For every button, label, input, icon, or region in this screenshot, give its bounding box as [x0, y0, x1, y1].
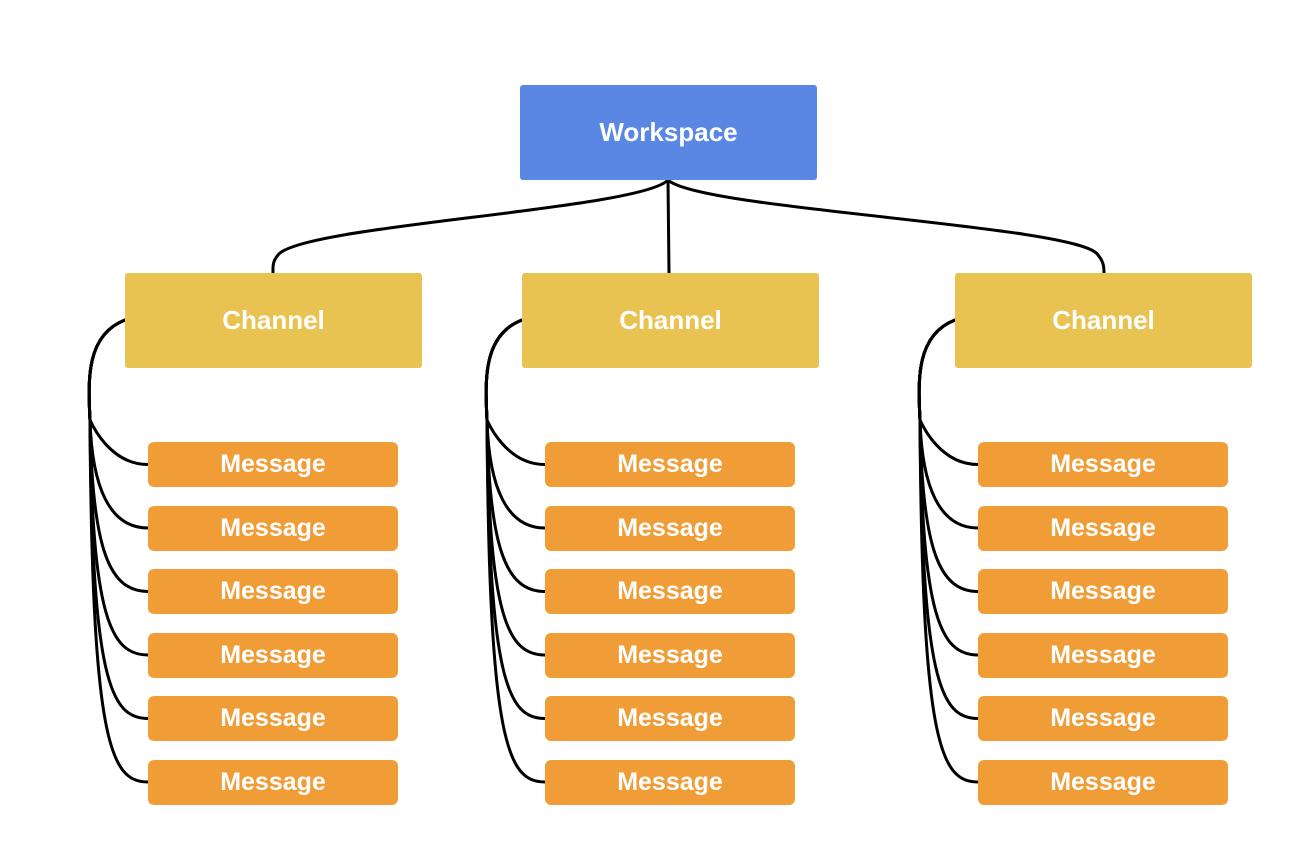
connector-line — [484, 318, 547, 784]
connector-line — [271, 178, 670, 275]
channel-node: Channel — [522, 273, 819, 368]
message-node: Message — [978, 759, 1228, 805]
message-node: Message — [978, 569, 1228, 614]
workspace-node: Workspace — [520, 85, 817, 180]
message-node: Message — [545, 442, 795, 487]
message-node: Message — [545, 569, 795, 614]
message-node: Message — [978, 505, 1228, 551]
message-node: Message — [545, 505, 795, 551]
message-node: Message — [545, 759, 795, 805]
message-node: Message — [148, 696, 398, 741]
message-node: Message — [978, 442, 1228, 487]
message-node: Message — [545, 696, 795, 741]
message-node: Message — [148, 442, 398, 487]
connector-line — [917, 318, 980, 784]
connector-line — [666, 178, 671, 275]
connector-line — [87, 318, 150, 784]
message-node: Message — [148, 569, 398, 614]
message-node: Message — [148, 632, 398, 678]
message-node: Message — [978, 696, 1228, 741]
channel-node: Channel — [125, 273, 422, 368]
message-node: Message — [978, 632, 1228, 678]
message-node: Message — [545, 632, 795, 678]
channel-node: Channel — [955, 273, 1252, 368]
message-node: Message — [148, 505, 398, 551]
message-node: Message — [148, 759, 398, 805]
connector-line — [666, 178, 1106, 275]
